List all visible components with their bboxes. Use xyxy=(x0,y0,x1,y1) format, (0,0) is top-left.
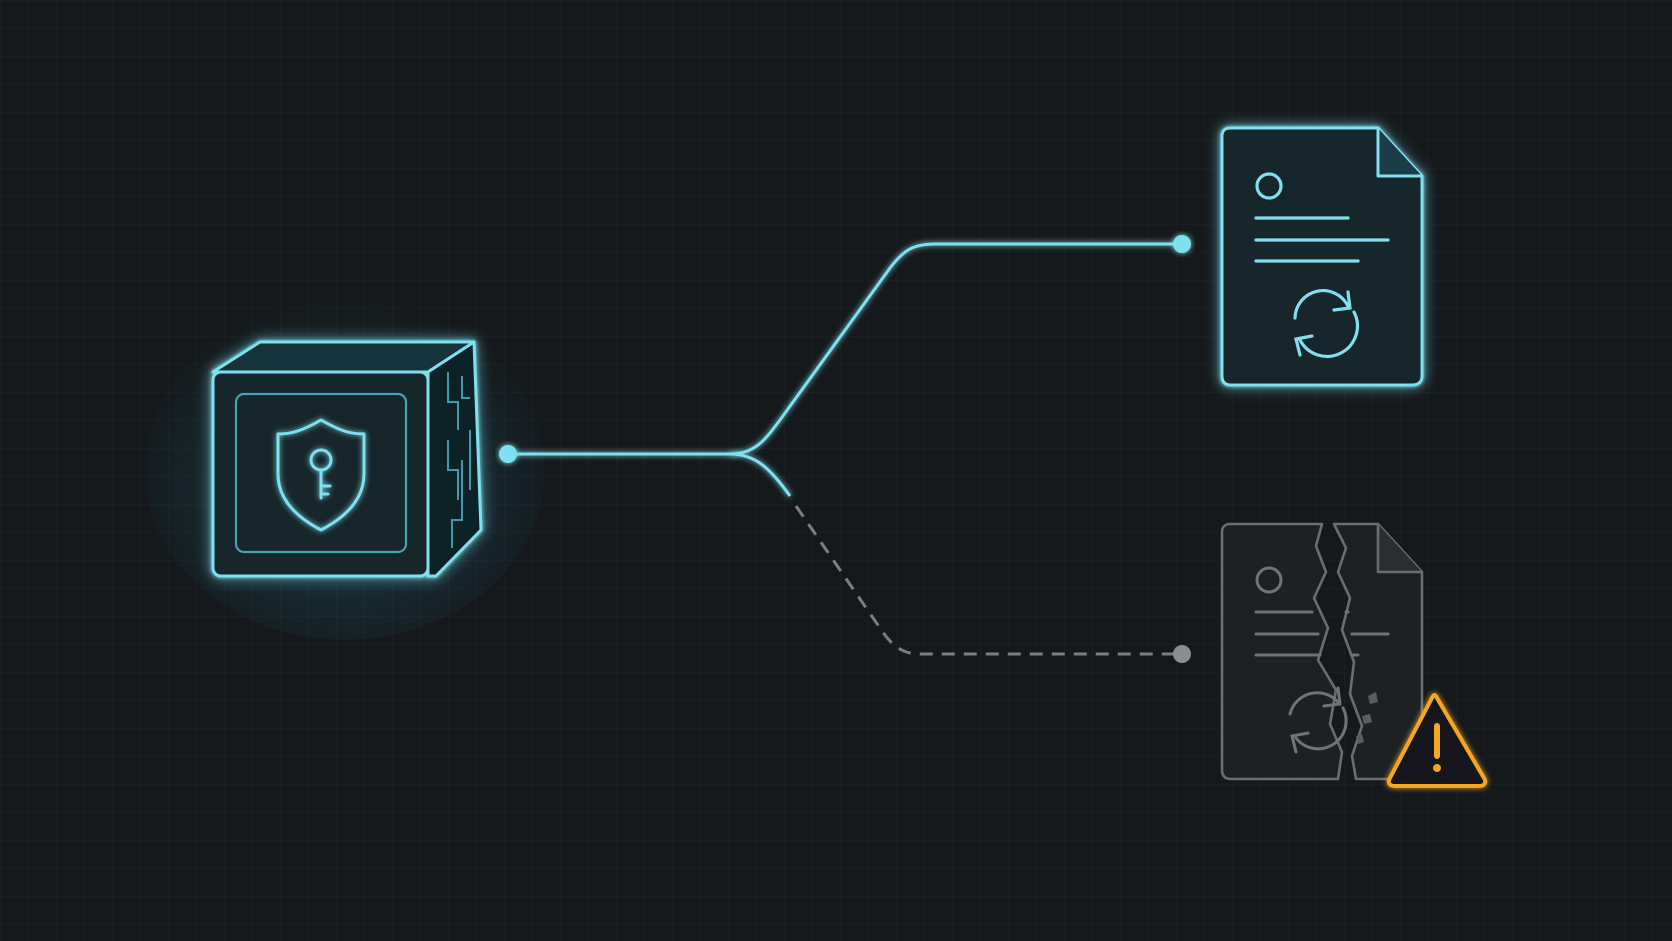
source-port-dot xyxy=(499,445,517,463)
shield-key-icon xyxy=(276,418,366,532)
broken-document-sync-icon xyxy=(1220,522,1424,781)
target-failed-port-dot xyxy=(1173,645,1191,663)
connection-dashed xyxy=(729,452,1182,656)
document-sync-icon xyxy=(1220,126,1424,387)
warning-triangle-icon xyxy=(1386,693,1488,788)
connection-solid xyxy=(508,242,1182,456)
secure-vault-cube-icon xyxy=(145,300,545,640)
target-ok-port-dot xyxy=(1173,235,1191,253)
